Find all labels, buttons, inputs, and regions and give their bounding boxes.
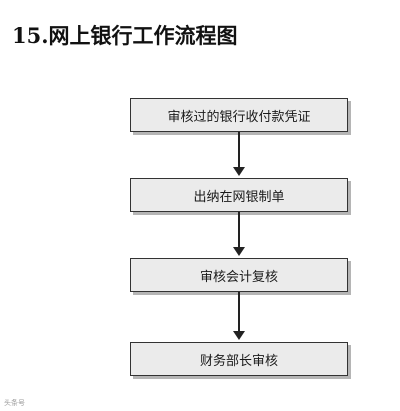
flow-step-accountant-review: 审核会计复核	[130, 258, 348, 292]
flow-arrow-1	[233, 132, 245, 176]
flow-step-cashier-entry: 出纳在网银制单	[130, 178, 348, 212]
diagram-title: 15.网上银行工作流程图	[12, 23, 238, 48]
flow-arrow-2	[233, 212, 245, 256]
flow-arrow-3	[233, 292, 245, 340]
flow-step-voucher-review: 审核过的银行收付款凭证	[130, 98, 348, 132]
watermark: 头条号	[4, 399, 25, 407]
flow-step-finance-head-review: 财务部长审核	[130, 342, 348, 376]
